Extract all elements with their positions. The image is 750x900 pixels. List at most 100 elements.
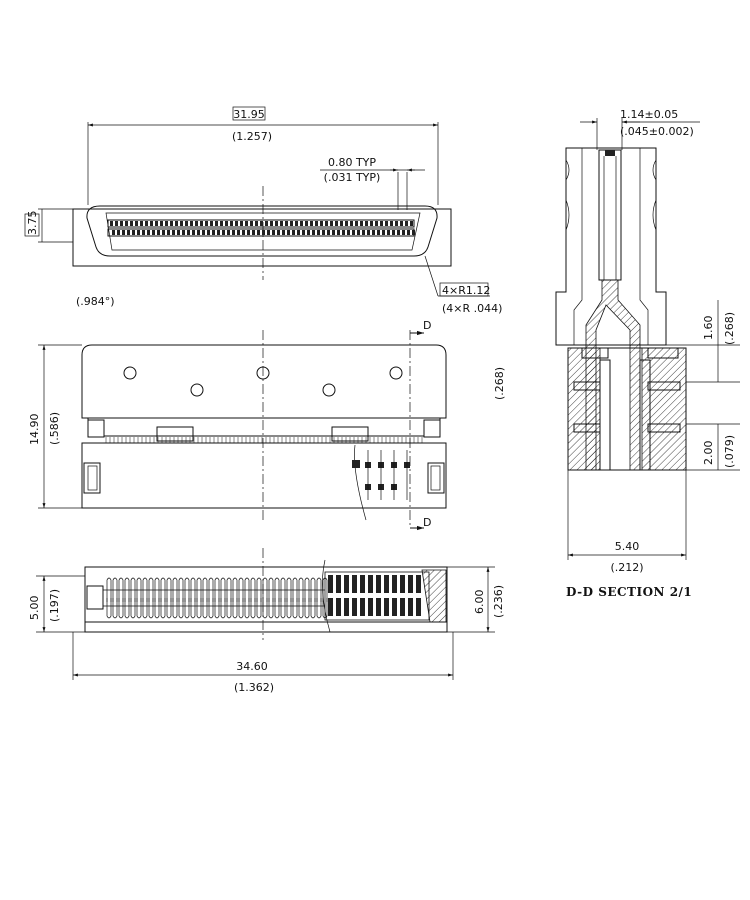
front-cutaway-detail [352,444,410,521]
contact-finger [130,598,136,619]
pin [257,230,260,235]
bottom-view: 5.00 (.197) 6.00 (.236) 34.60 (1.362) [28,548,505,694]
pin [312,230,315,235]
pin [252,230,255,235]
contact-finger [184,577,190,602]
contact-finger [154,598,160,619]
contact-finger [274,598,280,619]
pin [197,230,200,235]
contact-finger [190,577,196,602]
pin [290,221,293,226]
pin [150,221,153,226]
contact-finger [136,598,142,619]
pin [210,221,213,226]
contact-finger [232,598,238,619]
pin [172,230,175,235]
contact-finger [310,577,316,602]
pin [330,221,333,226]
pin [377,230,380,235]
contact-finger [316,577,322,602]
pin [127,230,130,235]
dense-contact [416,598,421,616]
contact-finger [298,577,304,602]
dense-contact [400,598,405,616]
contact-finger [112,598,118,619]
dense-contact [328,575,333,593]
dense-contact [336,598,341,616]
pin [205,221,208,226]
pin [135,221,138,226]
pin [167,230,170,235]
pin [342,230,345,235]
pin [292,230,295,235]
pin [152,230,155,235]
dense-contact [336,575,341,593]
pin [397,230,400,235]
pin [352,230,355,235]
pin [177,230,180,235]
pin [117,230,120,235]
top-view: 31.95 (1.257) 0.80 TYP (.031 TYP) 3.75 [24,106,502,315]
pin [235,221,238,226]
pin [390,221,393,226]
pin [405,221,408,226]
pin [282,230,285,235]
contact-finger [286,577,292,602]
pin [175,221,178,226]
pin [195,221,198,226]
pin [307,230,310,235]
pin [320,221,323,226]
pin [280,221,283,226]
pin [410,221,413,226]
contact-finger [250,577,256,602]
contact-finger [202,598,208,619]
front-view: D D 14.90 (.586) (.268) [28,319,506,531]
pin [202,230,205,235]
bottom-contact-fingers [103,577,328,619]
contact-finger [298,598,304,619]
contact-finger [208,577,214,602]
pin [335,221,338,226]
pin [245,221,248,226]
contact-finger [166,577,172,602]
pin [322,230,325,235]
mounting-hole-icon [123,366,137,380]
contact-finger [238,598,244,619]
pin [227,230,230,235]
pin [145,221,148,226]
contact-finger [226,598,232,619]
pin [222,230,225,235]
dense-contact [376,575,381,593]
section-view: 1.14±0.05 (.045±0.002) [555,108,740,599]
overall-length-inch-label: (1.362) [234,681,274,694]
contact-finger [256,598,262,619]
pin [137,230,140,235]
bottom-right-height-label: 6.00 [473,590,486,615]
pin [277,230,280,235]
contact-finger [178,598,184,619]
pin [385,221,388,226]
pin [247,230,250,235]
section-dim-a-label: 1.60 [702,316,715,341]
contact-finger [160,577,166,602]
front-height-label: 14.90 [28,414,41,446]
section-dim-b-inch-label: (.079) [723,435,736,468]
contact-finger [148,577,154,602]
pin [215,221,218,226]
thickness-inch-label: (.045±0.002) [620,125,694,138]
pin [160,221,163,226]
section-mark-bottom: D [423,516,431,529]
pin [220,221,223,226]
dense-contact [384,575,389,593]
pin [120,221,123,226]
pin [147,230,150,235]
pin [267,230,270,235]
contact-finger [280,598,286,619]
pin [140,221,143,226]
dense-contact [400,575,405,593]
overall-width-label: 31.95 [233,108,265,121]
bottom-left-height-label: 5.00 [28,596,41,621]
contact-finger [124,577,130,602]
mounting-hole-icon [389,366,403,380]
